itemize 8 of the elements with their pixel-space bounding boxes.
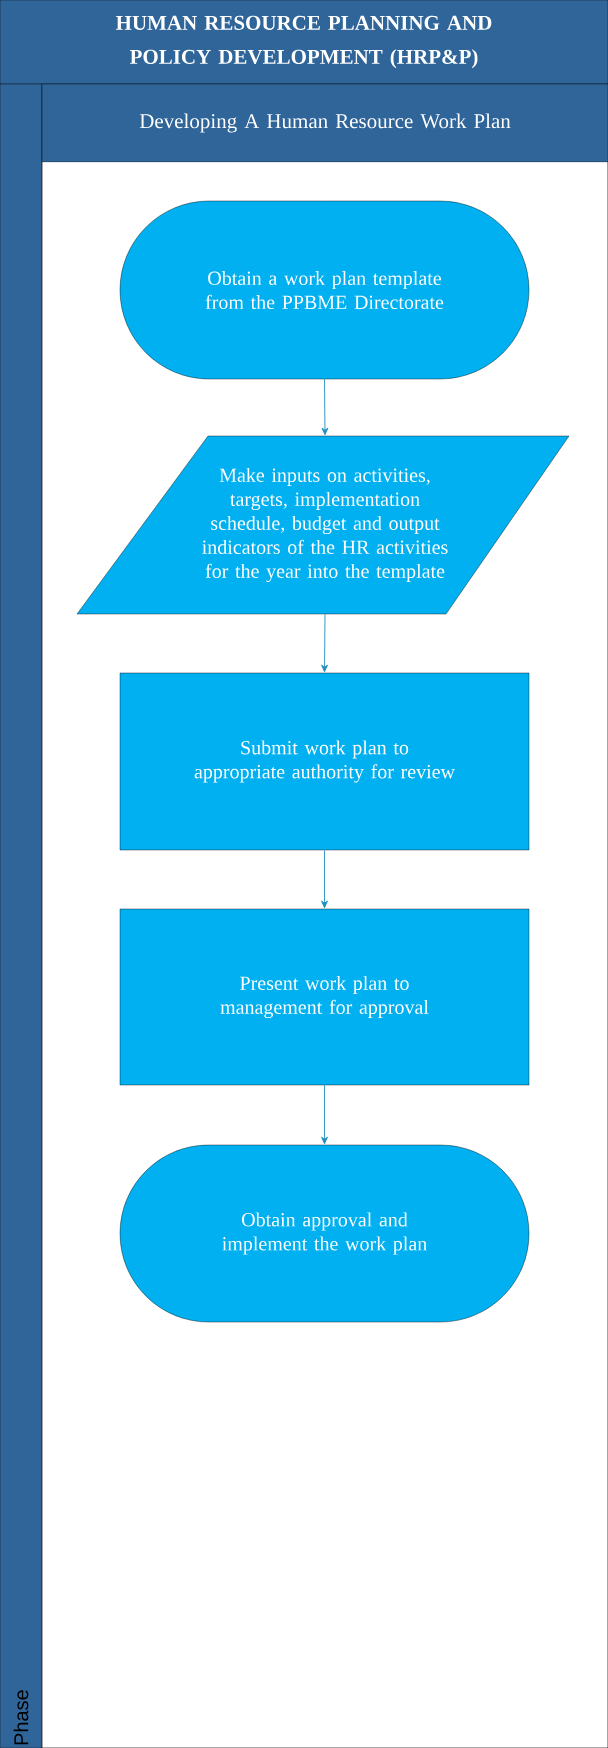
arrow	[321, 378, 329, 436]
arrow	[321, 613, 328, 673]
arrow	[321, 849, 328, 909]
arrow	[321, 1084, 328, 1145]
process-box: Present work plan to management for approval	[119, 908, 530, 1086]
phase-band: Phase	[0, 83, 43, 1748]
data-parallelogram: Make inputs on activities, targets, implementation schedule, budget and output indicators of the HR activities for the year into the template	[76, 435, 570, 615]
process-box: Submit work plan to appropriate authority for review	[119, 672, 530, 851]
